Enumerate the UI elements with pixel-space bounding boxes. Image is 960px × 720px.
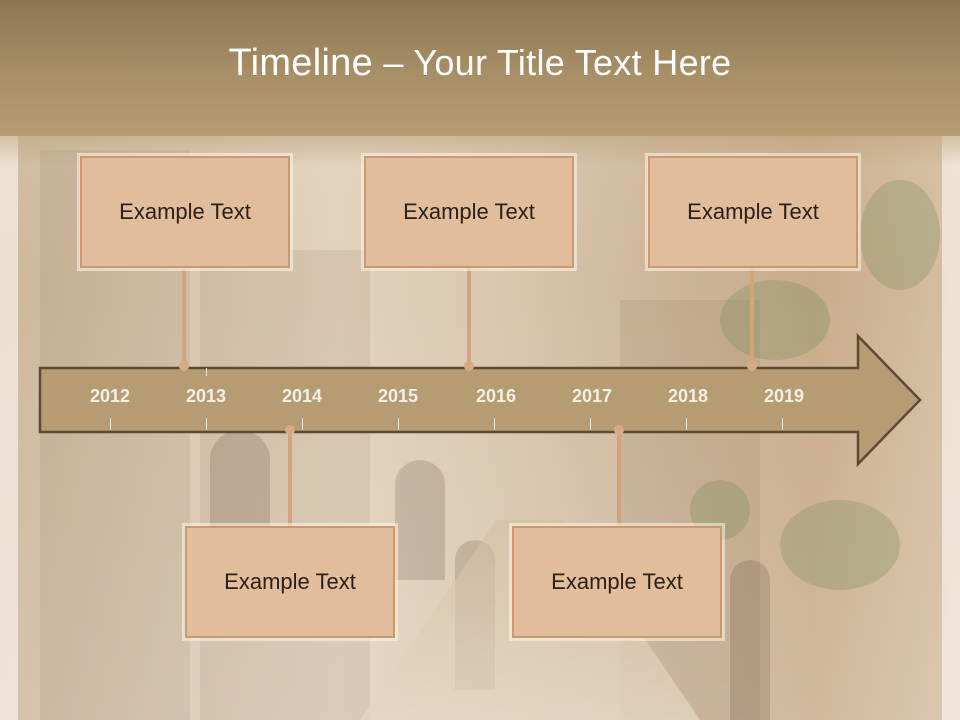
event-label: Example Text <box>224 569 356 594</box>
event-label: Example Text <box>119 199 251 224</box>
tick-2013 <box>206 418 207 430</box>
title-lead: Timeline <box>228 42 374 84</box>
connector-bottom-1 <box>288 430 292 528</box>
event-marker-top-3 <box>747 361 757 371</box>
year-label: 2018 <box>667 386 709 406</box>
event-box-bottom-1: Example Text <box>185 526 395 638</box>
event-box-top-1: Example Text <box>80 156 290 268</box>
title-bar: Timeline – Your Title Text Here <box>0 0 960 136</box>
event-marker-top-2 <box>464 361 474 371</box>
year-label: 2016 <box>475 386 517 406</box>
title-rest: – Your Title Text Here <box>373 42 732 83</box>
photo-frame-left <box>0 136 18 720</box>
event-box-top-3: Example Text <box>648 156 858 268</box>
tick-2019 <box>782 418 783 430</box>
tick-2014 <box>302 418 303 430</box>
event-marker-bottom-1 <box>285 425 295 435</box>
tick-2018 <box>686 418 687 430</box>
tick-2016 <box>494 418 495 430</box>
tick-2012 <box>110 418 111 430</box>
connector-bottom-2 <box>617 430 621 528</box>
year-label: 2012 <box>89 386 131 406</box>
year-label: 2015 <box>377 386 419 406</box>
event-box-bottom-2: Example Text <box>512 526 722 638</box>
event-label: Example Text <box>403 199 535 224</box>
event-marker-top-1 <box>179 361 189 371</box>
slide-title: Timeline – Your Title Text Here <box>0 42 960 85</box>
event-label: Example Text <box>687 199 819 224</box>
connector-top-1 <box>182 268 186 366</box>
event-marker-bottom-2 <box>614 425 624 435</box>
tick-2015 <box>398 418 399 430</box>
connector-top-3 <box>750 268 754 366</box>
connector-top-2 <box>467 268 471 366</box>
event-box-top-2: Example Text <box>364 156 574 268</box>
tick-2017 <box>590 418 591 430</box>
year-label: 2017 <box>571 386 613 406</box>
photo-frame-right <box>942 136 960 720</box>
tick-top-2013 <box>206 368 207 376</box>
year-label: 2019 <box>763 386 805 406</box>
year-label: 2013 <box>185 386 227 406</box>
event-label: Example Text <box>551 569 683 594</box>
year-label: 2014 <box>281 386 323 406</box>
